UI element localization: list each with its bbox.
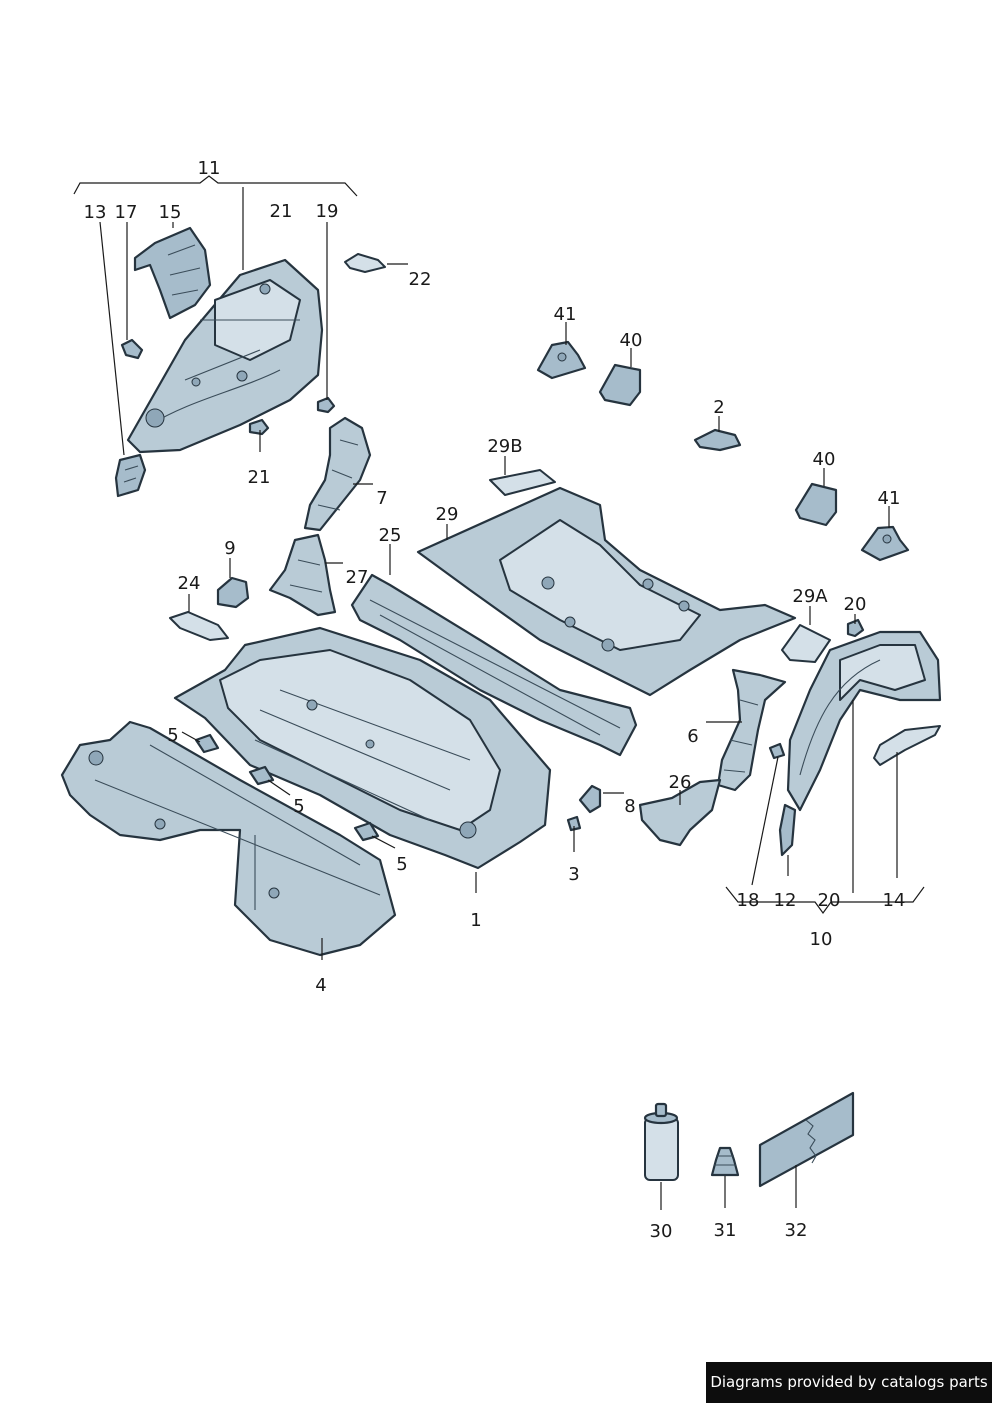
label-29a: 29A (792, 586, 828, 607)
part-27-pillar-base[interactable] (268, 533, 337, 617)
part-3-clip[interactable] (566, 815, 582, 832)
label-8: 8 (624, 796, 635, 817)
footer-credit[interactable]: Diagrams provided by catalogs parts (706, 1362, 992, 1403)
part-30-sealant-can[interactable] (643, 1102, 679, 1181)
label-40-upper: 40 (620, 330, 643, 351)
label-6: 6 (687, 726, 698, 747)
label-29: 29 (436, 504, 459, 525)
part-18-clip[interactable] (768, 742, 786, 760)
part-26-bracket[interactable] (638, 778, 722, 847)
label-41-upper: 41 (554, 304, 577, 325)
label-21-lower: 21 (248, 467, 271, 488)
part-7-pillar[interactable] (303, 416, 372, 532)
part-8-bracket[interactable] (578, 784, 602, 814)
label-15: 15 (159, 202, 182, 223)
part-22-plate[interactable] (344, 253, 386, 273)
label-20-lower: 20 (818, 890, 841, 911)
label-31: 31 (714, 1220, 737, 1241)
part-6-side-pillar[interactable] (716, 668, 787, 792)
part-29b-plate[interactable] (489, 469, 556, 496)
part-labels: 11 13 17 15 21 19 22 21 41 40 2 29B 7 40… (84, 158, 906, 1242)
label-2: 2 (713, 397, 724, 418)
part-12-plate[interactable] (778, 803, 797, 857)
part-24-plate[interactable] (169, 611, 229, 641)
label-19: 19 (316, 201, 339, 222)
label-26: 26 (669, 772, 692, 793)
part-29-rear-floor[interactable] (416, 486, 797, 697)
label-41-lower: 41 (878, 488, 901, 509)
part-2-insulator[interactable] (693, 428, 742, 452)
label-24: 24 (178, 573, 201, 594)
label-5-c: 5 (396, 854, 407, 875)
label-5-b: 5 (293, 796, 304, 817)
label-30: 30 (650, 1221, 673, 1242)
part-15-bracket[interactable] (133, 226, 212, 320)
part-21-wheel-housing-inner[interactable] (126, 258, 324, 454)
label-10: 10 (810, 929, 833, 950)
part-1-main-floor[interactable] (173, 626, 552, 870)
label-3: 3 (568, 864, 579, 885)
label-18: 18 (737, 890, 760, 911)
part-40-bracket-a[interactable] (598, 363, 642, 407)
part-19-clip[interactable] (316, 396, 336, 414)
part-20-clip[interactable] (846, 618, 865, 638)
part-5-bracket-a[interactable] (194, 733, 220, 754)
label-12: 12 (774, 890, 797, 911)
part-40-bracket-b[interactable] (794, 482, 838, 527)
part-25-cross-member[interactable] (350, 573, 638, 757)
label-22: 22 (409, 269, 432, 290)
part-41-bracket-b[interactable] (860, 525, 910, 562)
label-9: 9 (224, 538, 235, 559)
label-17: 17 (115, 202, 138, 223)
label-20-upper: 20 (844, 594, 867, 615)
part-31-nozzle[interactable] (710, 1146, 740, 1177)
label-4: 4 (315, 975, 326, 996)
part-4-side-member[interactable] (60, 720, 397, 957)
part-29a-plate[interactable] (781, 624, 831, 663)
leader-lines (73, 175, 925, 1210)
part-9-cover[interactable] (216, 576, 250, 609)
label-5-a: 5 (167, 725, 178, 746)
part-21-clip[interactable] (248, 418, 270, 436)
part-5-bracket-b[interactable] (248, 765, 275, 786)
label-13: 13 (84, 202, 107, 223)
label-7: 7 (376, 488, 387, 509)
label-27: 27 (346, 567, 369, 588)
label-21-upper: 21 (270, 201, 293, 222)
label-29b: 29B (487, 436, 522, 457)
part-13-plate[interactable] (114, 453, 147, 498)
part-14-panel[interactable] (873, 725, 941, 766)
label-14: 14 (883, 890, 906, 911)
part-41-bracket-a[interactable] (536, 340, 587, 380)
label-25: 25 (379, 525, 402, 546)
label-1: 1 (470, 910, 481, 931)
part-20-wheel-housing-outer[interactable] (786, 630, 942, 812)
label-40-lower: 40 (813, 449, 836, 470)
label-11: 11 (198, 158, 221, 179)
label-32: 32 (785, 1220, 808, 1241)
part-32-strip[interactable] (758, 1091, 855, 1188)
part-17-clip[interactable] (120, 338, 144, 360)
